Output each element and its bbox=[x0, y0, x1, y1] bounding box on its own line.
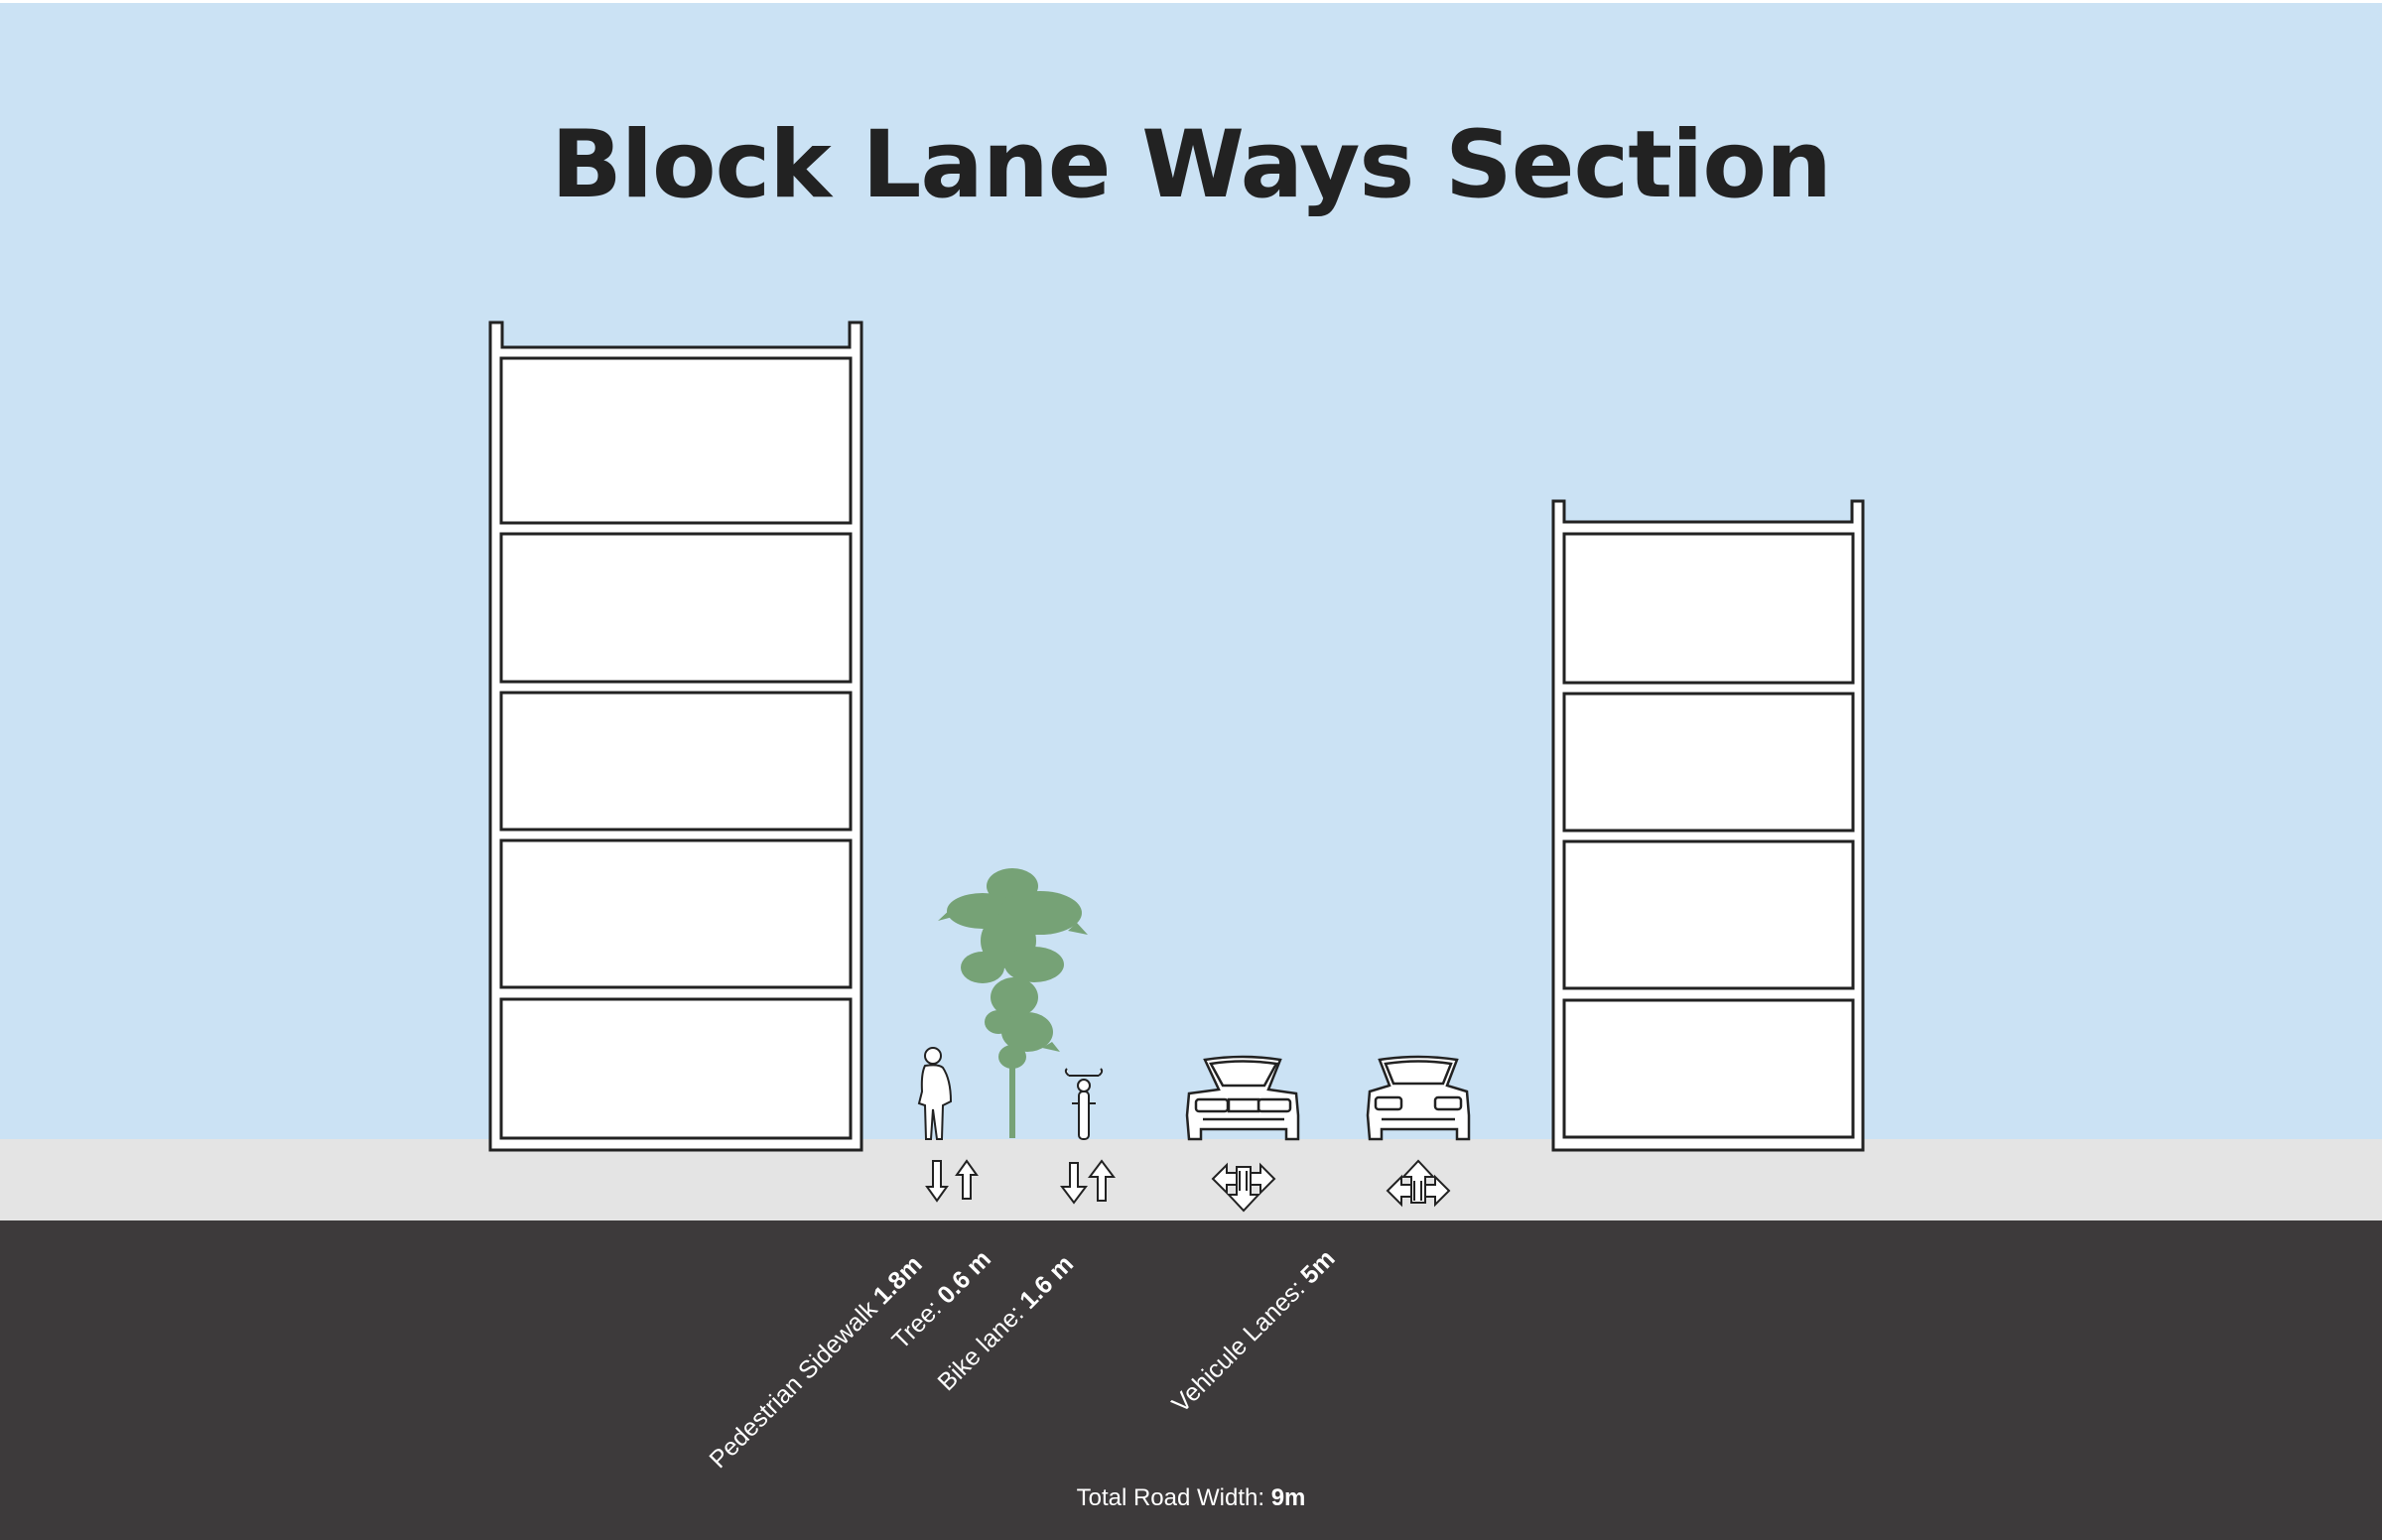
left-building-floor bbox=[499, 691, 853, 832]
car-front-icon bbox=[1185, 1055, 1300, 1141]
left-building-floor bbox=[499, 356, 853, 525]
car-front-icon bbox=[1366, 1055, 1471, 1141]
sky-background bbox=[0, 3, 2382, 1139]
page-title: Block Lane Ways Section bbox=[551, 111, 1832, 219]
left-building-floor bbox=[499, 838, 853, 989]
right-building-floor bbox=[1562, 839, 1855, 990]
sidewalk-band bbox=[0, 1139, 2382, 1220]
road-surface bbox=[0, 1220, 2382, 1540]
right-building-floor bbox=[1562, 692, 1855, 833]
bicycle-icon bbox=[1064, 1068, 1104, 1140]
pedestrian-icon bbox=[917, 1047, 953, 1140]
left-building bbox=[488, 321, 863, 1152]
left-building-floor bbox=[499, 532, 853, 684]
total-road-width: Total Road Width: 9m bbox=[0, 1484, 2382, 1512]
multi-direction-arrow-icon bbox=[1211, 1162, 1276, 1213]
total-label-value: 9m bbox=[1270, 1484, 1306, 1511]
total-label-name: Total Road Width: bbox=[1076, 1484, 1265, 1511]
right-building bbox=[1551, 499, 1865, 1152]
right-building-floor bbox=[1562, 998, 1855, 1139]
two-way-arrow-icon bbox=[925, 1159, 979, 1203]
right-building-floor bbox=[1562, 532, 1855, 685]
left-building-floor bbox=[499, 997, 853, 1140]
two-way-arrow-icon bbox=[1060, 1159, 1116, 1205]
multi-direction-arrow-icon bbox=[1386, 1159, 1451, 1208]
tree-icon bbox=[938, 868, 1088, 1138]
